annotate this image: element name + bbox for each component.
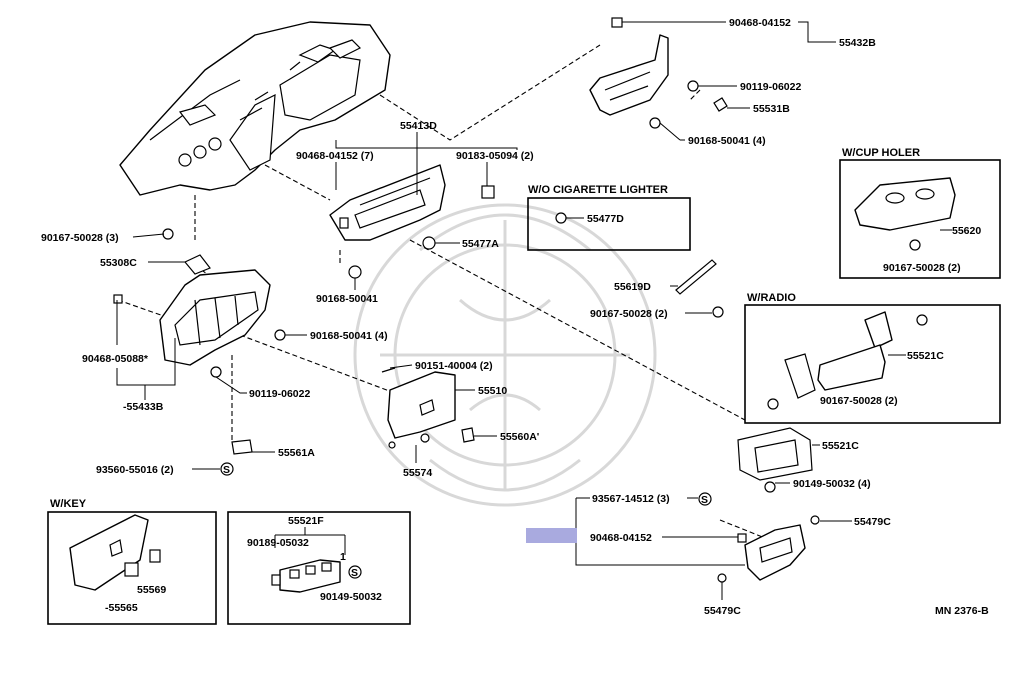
label-55561a: 55561A [278,447,315,459]
box-title-cigarette: W/O CIGARETTE LIGHTER [528,184,668,196]
label-55565: -55565 [105,602,138,614]
box-55521f: 55521F 90189-05032 1 S 90149-50032 [227,511,411,625]
bracket-55413d [329,164,495,241]
label-55432b: 55432B [839,37,876,49]
label-55569: 55569 [137,584,166,596]
label-90167-50028-radio: 90167-50028 (2) [820,395,898,407]
label-55433b: -55433B [123,401,164,413]
label-90168-50041-mid: 90168-50041 [316,293,378,305]
label-90468-04152-top: 90468-04152 [729,17,791,29]
label-90149-50032-4: 90149-50032 (4) [793,478,871,490]
label-90189-05032: 90189-05032 [247,537,309,549]
box-title-radio: W/RADIO [747,292,796,304]
marker-one: 1 [340,551,346,563]
label-55521f: 55521F [288,515,324,527]
box-title-key: W/KEY [50,498,87,510]
box-key: W/KEY 55569 -55565 [47,498,217,625]
vent-assembly-55433b [113,228,286,455]
label-90151-40004: 90151-40004 (2) [415,360,493,372]
label-55560a: 55560A' [500,431,539,443]
s-marker-right: S [701,494,708,506]
label-90468-04152-7: 90468-04152 (7) [296,150,374,162]
label-55620: 55620 [952,225,981,237]
s-marker-left: S [223,464,230,476]
label-55479c-a: 55479C [854,516,891,528]
label-55531b: 55531B [753,103,790,115]
label-90167-50028-cup: 90167-50028 (2) [883,262,961,274]
label-90183-05094: 90183-05094 (2) [456,150,534,162]
label-55619d: 55619D [614,281,651,293]
label-55521c-low: 55521C [822,440,859,452]
label-90167-50028-3: 90167-50028 (3) [41,232,119,244]
instrument-panel [119,21,391,196]
label-55574: 55574 [403,467,432,479]
label-55413d: 55413D [400,120,437,132]
glove-box-55510 [348,236,475,449]
label-90168-50041-top: 90168-50041 (4) [688,135,766,147]
box-radio: W/RADIO 55521C 90167-50028 (2) [744,292,1001,424]
label-90149-50032-box: 90149-50032 [320,591,382,603]
label-55479c-b: 55479C [704,605,741,617]
box-cup-holder: W/CUP HOLER 55620 90167-50028 (2) [839,147,1001,279]
misc-small-parts [675,259,820,583]
label-90119-06022-top: 90119-06022 [740,81,801,93]
bracket-55432b [589,17,728,129]
highlight-marker [526,528,577,543]
label-90167-50028-2a: 90167-50028 (2) [590,308,668,320]
ref-code: MN 2376-B [935,605,989,617]
label-55308c: 55308C [100,257,137,269]
label-55477a: 55477A [462,238,499,250]
label-90468-05088: 90468-05088* [82,353,149,365]
label-55521c-radio: 55521C [907,350,944,362]
box-title-cup: W/CUP HOLER [842,147,920,159]
label-90168-50041-4b: 90168-50041 (4) [310,330,388,342]
label-93560-55016: 93560-55016 (2) [96,464,174,476]
label-90119-06022-left: 90119-06022 [249,388,310,400]
label-55477d: 55477D [587,213,624,225]
label-90468-04152-low: 90468-04152 [590,532,652,544]
s-marker-box: S [351,567,358,579]
label-55510: 55510 [478,385,507,397]
label-93567-14512: 93567-14512 (3) [592,493,670,505]
leader-lines [116,21,852,600]
watermark-emblem [353,203,657,507]
part-labels: 90468-04152 55432B 90119-06022 55531B 90… [41,17,989,617]
box-wo-cigarette-lighter: W/O CIGARETTE LIGHTER 55477D [527,184,691,251]
